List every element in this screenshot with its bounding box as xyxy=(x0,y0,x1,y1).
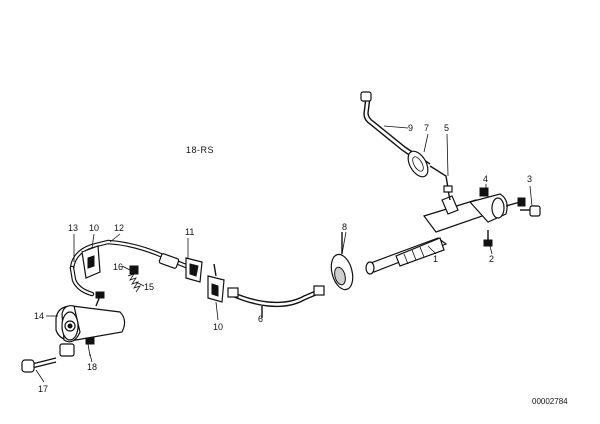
master-cylinder-part xyxy=(423,185,541,247)
callout-15: 15 xyxy=(144,282,154,292)
callout-4: 4 xyxy=(483,174,488,184)
callout-2: 2 xyxy=(489,254,494,264)
clutch-hose-part xyxy=(69,239,199,297)
leader-lines xyxy=(35,125,533,383)
callout-8: 8 xyxy=(342,222,347,232)
callout-12: 12 xyxy=(114,223,124,233)
callout-10-top: 10 xyxy=(89,223,99,233)
dust-boot-part xyxy=(407,150,429,178)
callout-3: 3 xyxy=(527,174,532,184)
callout-11: 11 xyxy=(185,227,194,237)
callout-9: 9 xyxy=(408,123,413,133)
bolt-part xyxy=(21,357,57,373)
callout-17: 17 xyxy=(38,384,48,394)
slave-cylinder-part xyxy=(55,291,126,357)
grommet-part xyxy=(330,232,354,291)
hose-bracket-part xyxy=(81,245,225,303)
push-rod-part xyxy=(360,91,449,189)
callout-18: 18 xyxy=(87,362,97,372)
pressure-pipe-part xyxy=(227,285,325,318)
callout-16: 16 xyxy=(113,262,123,272)
callout-1: 1 xyxy=(433,254,438,264)
callout-10-bottom: 10 xyxy=(213,322,223,332)
callout-labels: 9 7 5 4 3 8 1 2 11 12 10 13 16 15 10 6 1… xyxy=(34,123,532,394)
callout-5: 5 xyxy=(444,123,449,133)
reservoir-tube-part xyxy=(365,237,448,275)
callout-9-pipe: 6 xyxy=(258,314,263,324)
reference-label: 18-RS xyxy=(186,145,214,155)
callout-13: 13 xyxy=(68,223,78,233)
callout-14: 14 xyxy=(34,311,44,321)
callout-7: 7 xyxy=(424,123,429,133)
image-code: 00002784 xyxy=(532,397,568,406)
